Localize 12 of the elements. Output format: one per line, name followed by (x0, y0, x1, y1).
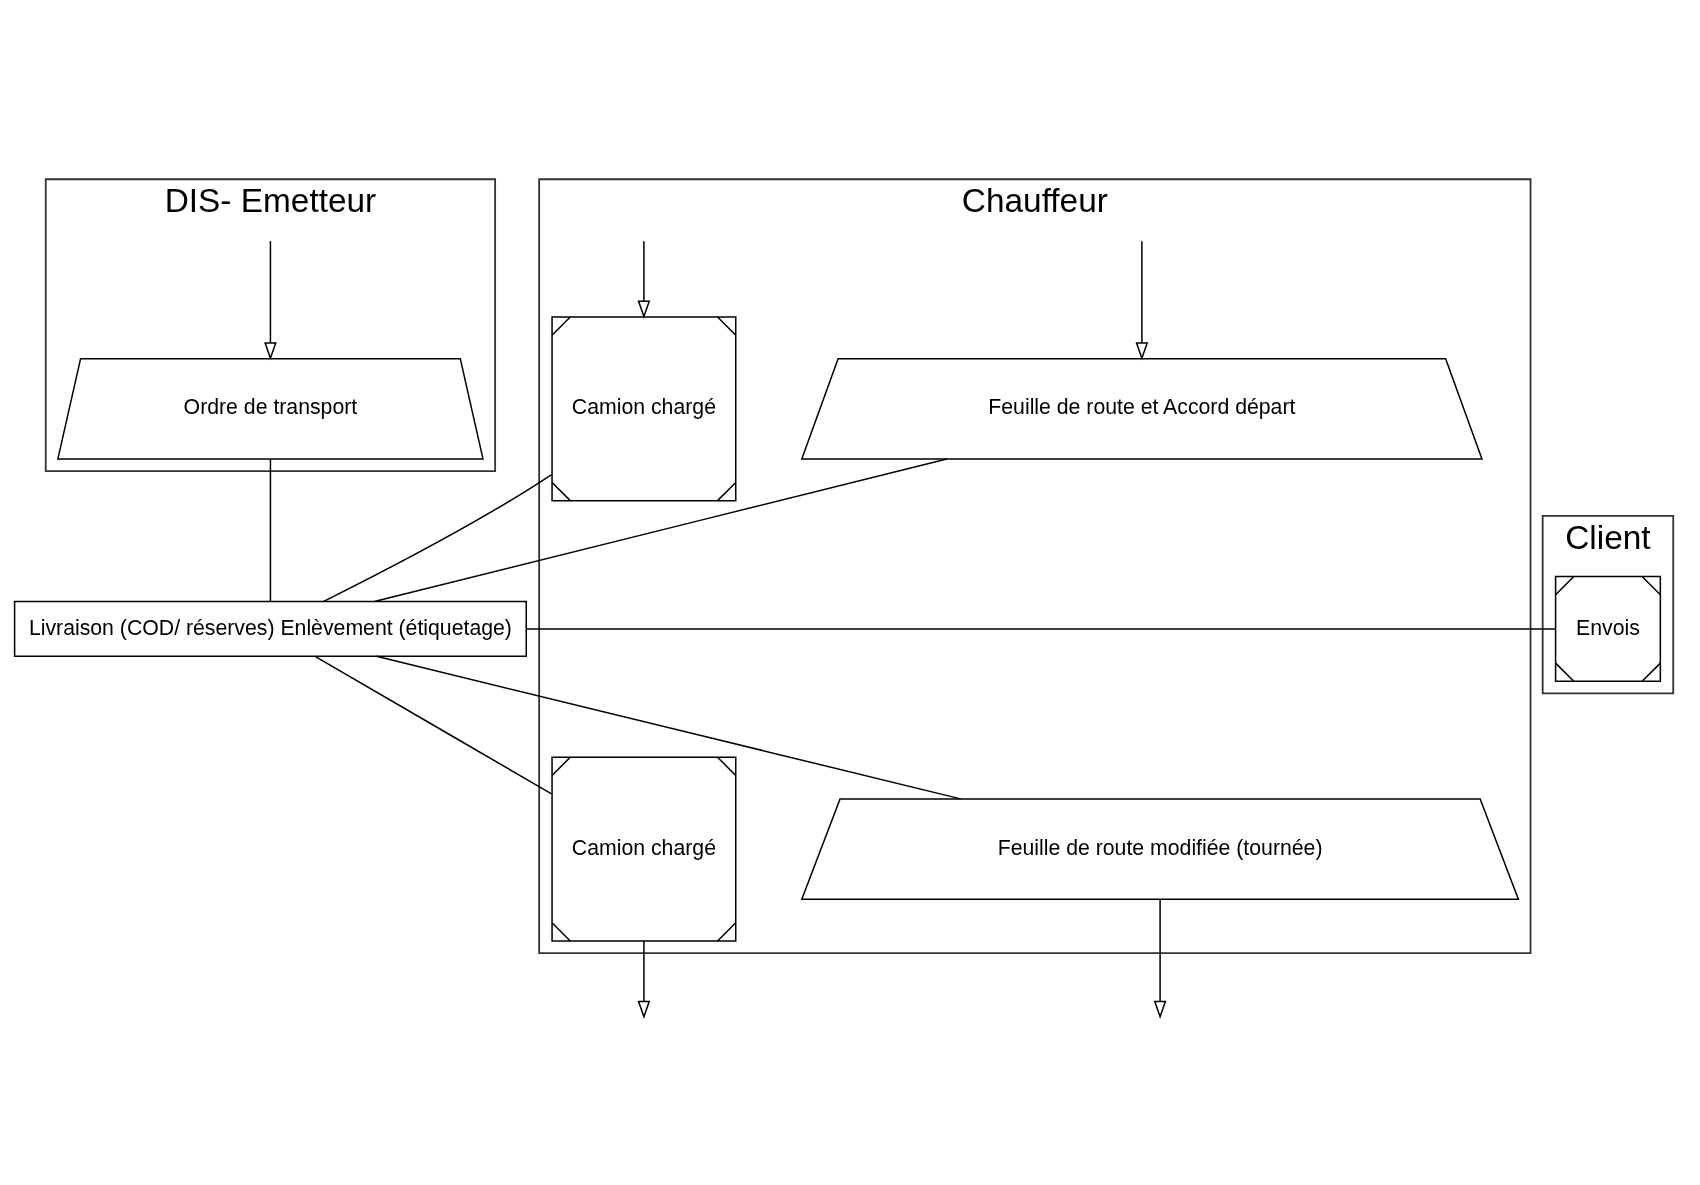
connector (269, 458, 272, 602)
connector (375, 655, 962, 800)
arrow (1135, 240, 1149, 361)
connector (314, 655, 553, 795)
connector (373, 458, 948, 603)
connector (525, 628, 1556, 630)
arrow (637, 940, 651, 1020)
arrow (264, 240, 277, 361)
node-box: Livraison (COD/ réserves) Enlèvement (étiquetage) (13, 600, 527, 657)
arrow (1153, 898, 1167, 1019)
arrow (637, 240, 651, 319)
connector (322, 473, 553, 603)
